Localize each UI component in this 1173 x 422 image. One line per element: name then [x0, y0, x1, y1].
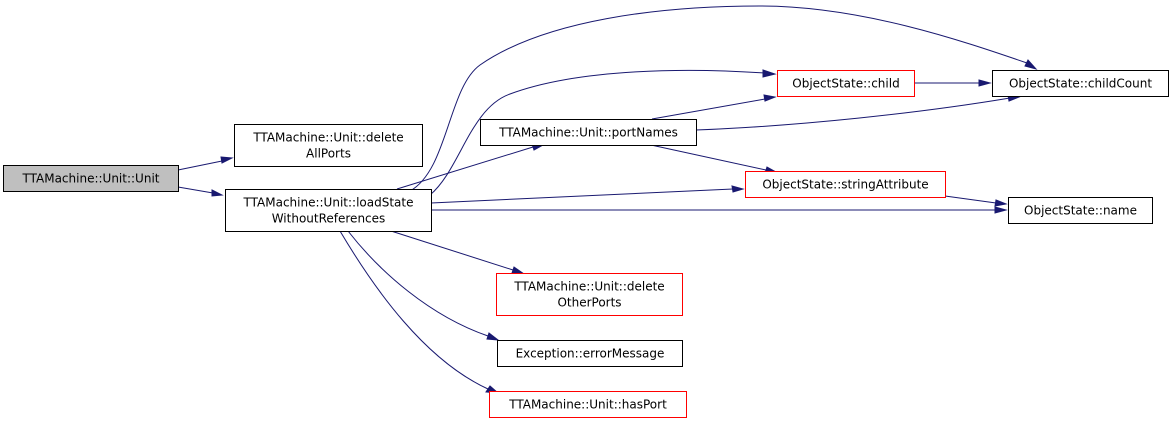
- edge-line: [944, 195, 997, 204]
- node-objectstate-child-count[interactable]: ObjectState::childCount: [992, 70, 1169, 97]
- edge-load-state-to-has-port: [339, 230, 500, 394]
- node-box: [3, 165, 179, 192]
- edge-line: [347, 230, 489, 337]
- node-load-state[interactable]: TTAMachine::Unit::loadStateWithoutRefere…: [225, 189, 432, 232]
- edge-line: [650, 144, 767, 171]
- edge-line: [339, 230, 489, 390]
- edge-arrowhead-icon: [220, 156, 234, 164]
- node-label: OtherPorts: [557, 296, 621, 310]
- edge-load-state-to-delete-other-ports: [390, 230, 526, 275]
- node-label: TTAMachine::Unit::Unit: [22, 172, 160, 186]
- edge-line: [430, 188, 734, 204]
- node-label: TTAMachine::Unit::portNames: [498, 126, 678, 140]
- edge-line: [177, 160, 223, 171]
- edge-line: [695, 97, 1011, 131]
- edge-arrowhead-icon: [994, 206, 1008, 214]
- node-label: TTAMachine::Unit::delete: [513, 280, 664, 294]
- node-port-names[interactable]: TTAMachine::Unit::portNames: [480, 119, 697, 146]
- node-box: [496, 273, 683, 316]
- edge-arrowhead-icon: [731, 185, 745, 193]
- edge-port-names-to-objectstate-child: [651, 94, 777, 120]
- node-exception-error-message[interactable]: Exception::errorMessage: [497, 340, 683, 367]
- node-label: TTAMachine::Unit::delete: [252, 131, 403, 145]
- edge-line: [396, 146, 534, 190]
- node-objectstate-name[interactable]: ObjectState::name: [1008, 197, 1153, 224]
- node-label: AllPorts: [306, 147, 351, 161]
- edge-line: [390, 230, 514, 271]
- node-label: TTAMachine::Unit::loadState: [243, 196, 414, 210]
- edge-arrowhead-icon: [978, 79, 992, 87]
- edge-arrowhead-icon: [762, 69, 777, 78]
- node-unit-unit[interactable]: TTAMachine::Unit::Unit: [3, 165, 179, 192]
- edge-line: [651, 98, 766, 120]
- edge-line: [409, 5, 1028, 192]
- node-box: [480, 119, 697, 146]
- edge-arrowhead-icon: [211, 189, 224, 197]
- node-label: WithoutReferences: [272, 212, 386, 226]
- node-label: Exception::errorMessage: [516, 347, 665, 361]
- edge-unit-unit-to-load-state: [177, 186, 224, 197]
- node-box: [1008, 197, 1153, 224]
- edge-arrowhead-icon: [994, 199, 1008, 207]
- edge-load-state-to-objectstate-child-count: [409, 5, 1038, 192]
- node-box: [777, 70, 915, 97]
- edge-port-names-to-objectstate-string-attribute: [650, 144, 778, 174]
- edge-line: [429, 69, 765, 196]
- edge-arrowhead-icon: [1024, 59, 1038, 70]
- node-label: TTAMachine::Unit::hasPort: [508, 398, 667, 412]
- node-label: ObjectState::name: [1024, 204, 1137, 218]
- node-label: ObjectState::stringAttribute: [762, 178, 928, 192]
- edge-load-state-to-exception-error-message: [347, 230, 500, 341]
- node-label: ObjectState::child: [792, 77, 899, 91]
- edge-arrowhead-icon: [511, 266, 526, 275]
- node-box: [225, 189, 432, 232]
- edge-load-state-to-objectstate-string-attribute: [430, 185, 745, 204]
- node-box: [745, 171, 946, 198]
- edge-load-state-to-objectstate-name: [431, 206, 1008, 214]
- call-graph-nodes: TTAMachine::Unit::UnitTTAMachine::Unit::…: [3, 70, 1169, 418]
- edge-arrowhead-icon: [486, 332, 500, 341]
- node-box: [992, 70, 1169, 97]
- edge-load-state-to-objectstate-child: [429, 69, 777, 196]
- call-graph-edges: [177, 5, 1038, 394]
- node-box: [497, 340, 683, 367]
- node-objectstate-child[interactable]: ObjectState::child: [777, 70, 915, 97]
- edge-line: [177, 186, 214, 194]
- node-objectstate-string-attribute[interactable]: ObjectState::stringAttribute: [745, 171, 946, 198]
- edge-objectstate-string-attribute-to-objectstate-name: [944, 195, 1008, 207]
- edge-arrowhead-icon: [763, 94, 777, 102]
- edge-port-names-to-objectstate-child-count: [695, 94, 1021, 131]
- edge-objectstate-child-to-objectstate-child-count: [914, 79, 992, 87]
- node-label: ObjectState::childCount: [1009, 77, 1152, 91]
- node-box: [489, 391, 687, 418]
- node-box: [234, 124, 423, 167]
- edge-unit-unit-to-delete-all-ports: [177, 156, 234, 171]
- node-has-port[interactable]: TTAMachine::Unit::hasPort: [489, 391, 687, 418]
